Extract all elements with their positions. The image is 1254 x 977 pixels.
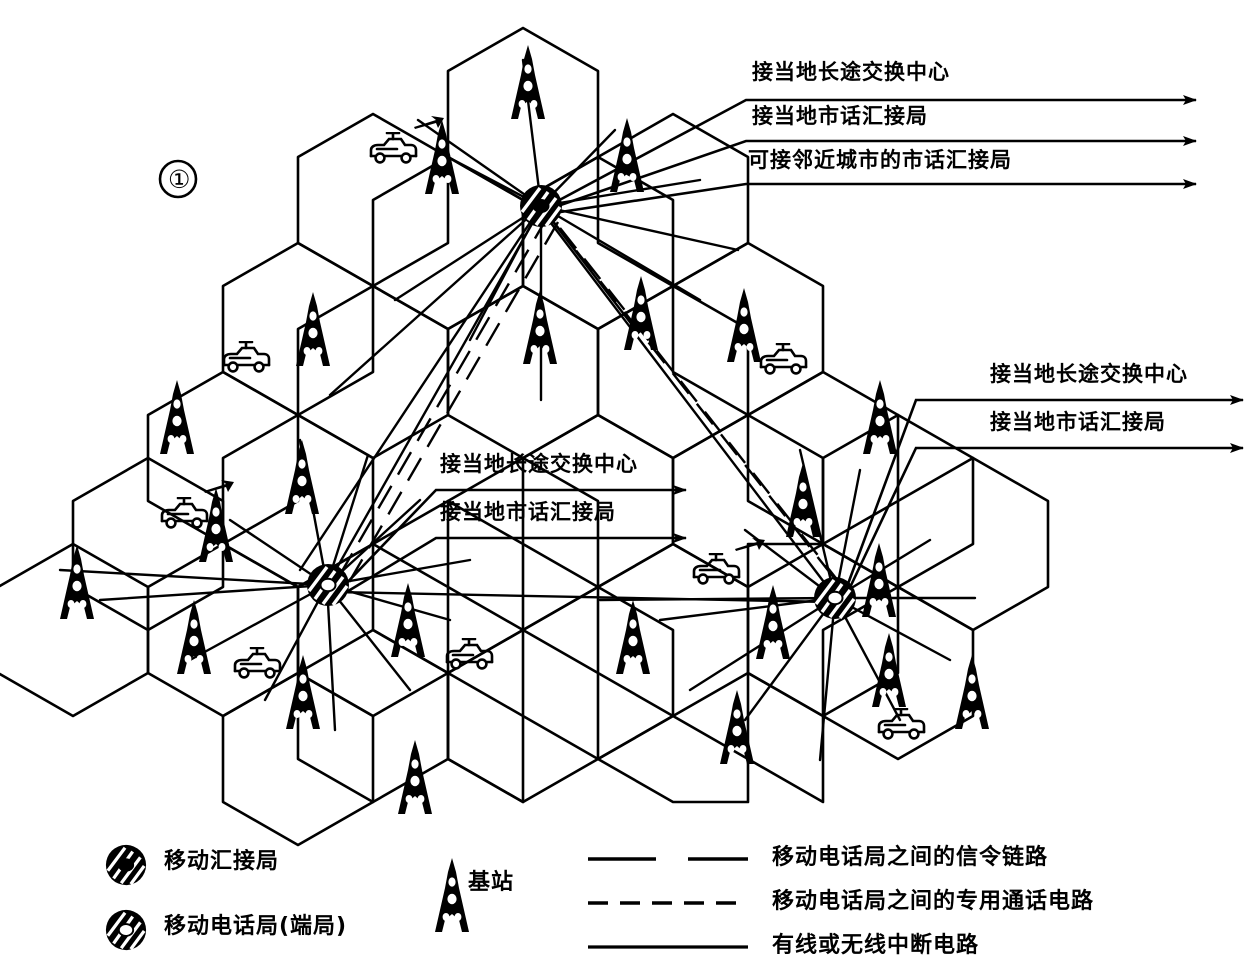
figure-marker-circle	[158, 159, 198, 199]
motion-arrow-icon	[735, 538, 765, 551]
base-station-tower-icon	[60, 545, 94, 619]
annotation-right-2: 接当地市话汇接局	[990, 410, 1166, 434]
motion-arrow-icon	[204, 480, 234, 493]
legend-line-label-2: 有线或无线中断电路	[772, 933, 980, 958]
mobile-vehicle-icon	[445, 638, 494, 670]
leader-right-1	[843, 395, 1244, 593]
trunk-top-to-right-b	[559, 227, 851, 597]
trunk-top-to-left-b	[346, 221, 560, 585]
legend-symbol-label-1: 移动电话局(端局)	[164, 914, 348, 939]
base-station-tower-icon	[199, 488, 233, 562]
legend-mobile-telephone-office-icon	[104, 908, 148, 952]
annotation-center-1: 接当地长途交换中心	[440, 452, 638, 476]
figure-marker-label: ①	[168, 165, 191, 194]
hex-cell	[596, 714, 750, 804]
mobile-telephone-office-node-right	[812, 575, 858, 621]
leader-center-2	[339, 533, 687, 598]
base-station-tower-icon	[616, 600, 650, 674]
hex-cell	[446, 26, 600, 202]
right-hub-spokes	[598, 448, 977, 762]
hex-cell	[446, 671, 525, 804]
legend-graphics	[104, 843, 748, 952]
tandem-office-node	[518, 183, 564, 229]
trunk-top-to-left-a	[336, 215, 550, 579]
annotation-center-2: 接当地市话汇接局	[440, 500, 616, 524]
leader-right-2	[843, 443, 1244, 599]
legend-line-label-0: 移动电话局之间的信令链路	[772, 845, 1049, 870]
hex-cell	[746, 671, 825, 804]
base-station-tower-icon	[786, 463, 820, 537]
base-station-tower-icon	[398, 740, 432, 814]
inter-hub-signalling-links	[328, 206, 835, 604]
annotation-top-3: 可接邻近城市的市话汇接局	[748, 148, 1012, 172]
legend-line-label-1: 移动电话局之间的专用通话电路	[772, 889, 1095, 914]
base-station-tower-icon	[425, 120, 459, 194]
legend-tandem-office-icon	[104, 843, 148, 887]
annotation-top-1: 接当地长途交换中心	[752, 60, 950, 84]
annotation-right-1: 接当地长途交换中心	[990, 362, 1188, 386]
base-station-tower-icon	[872, 633, 906, 707]
mobile-vehicle-icon	[369, 132, 418, 164]
base-station-tower-icon	[286, 655, 320, 729]
base-station-tower-icon	[624, 276, 658, 350]
annotation-leaders	[339, 95, 1244, 599]
annotation-top-2: 接当地市话汇接局	[752, 104, 928, 128]
mobile-vehicle-icon	[759, 343, 808, 375]
legend-base-station-tower-icon	[435, 858, 469, 932]
base-station-tower-icon	[756, 585, 790, 659]
base-station-tower-icon	[285, 440, 319, 514]
hex-cell	[821, 585, 975, 761]
mobile-vehicle-icon	[233, 647, 282, 679]
leader-top-3	[553, 179, 1197, 215]
leader-center-1	[339, 485, 687, 591]
mobile-vehicle-icon	[222, 341, 271, 373]
signalling-spokes	[58, 58, 977, 762]
mobile-vehicle-icon	[877, 708, 926, 740]
mobile-telephone-office-node-left	[305, 562, 351, 608]
base-station-tower-icon	[727, 288, 761, 362]
legend-symbol-label-2: 基站	[468, 870, 515, 895]
base-station-tower-icon	[296, 292, 330, 366]
hex-cell	[221, 671, 375, 847]
legend-symbol-label-0: 移动汇接局	[164, 849, 280, 874]
